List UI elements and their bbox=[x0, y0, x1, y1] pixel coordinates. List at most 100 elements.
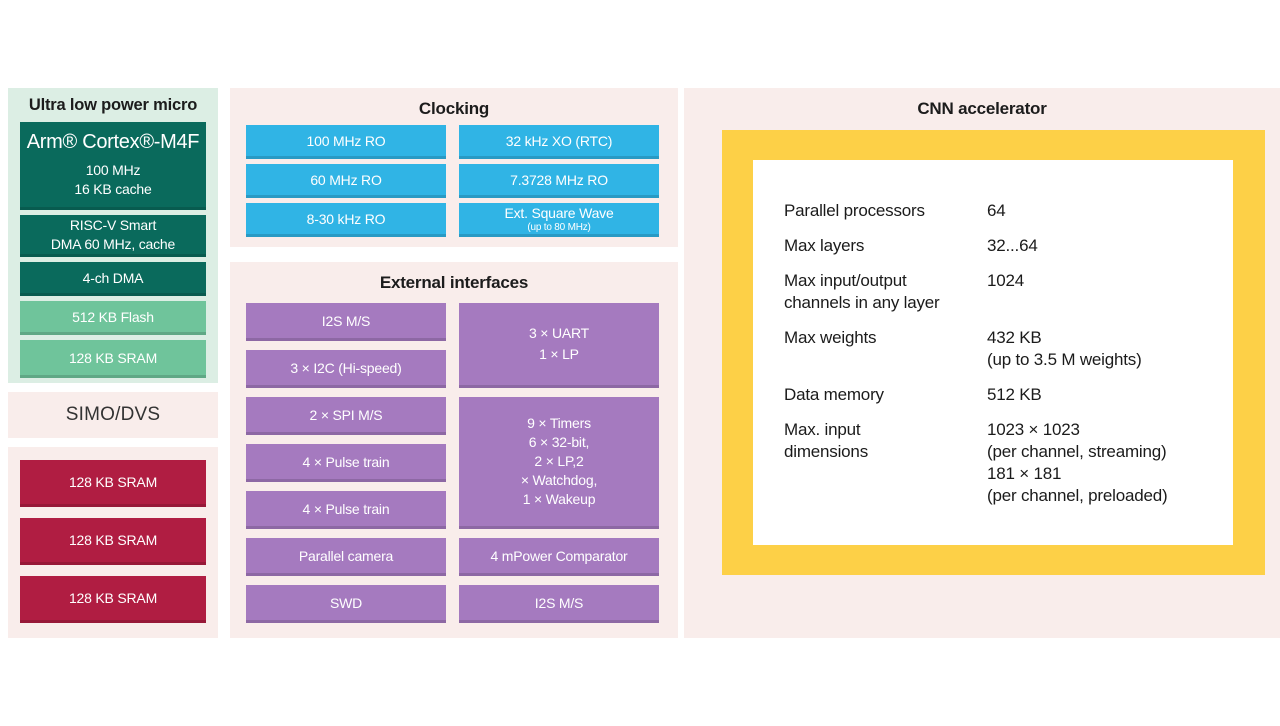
block-subline: (up to 80 MHz) bbox=[527, 221, 591, 233]
spec-value-line: (up to 3.5 M weights) bbox=[987, 350, 1142, 369]
spec-label-line: Data memory bbox=[784, 385, 884, 404]
block-line: 4 × Pulse train bbox=[302, 453, 390, 470]
spec-label-line: dimensions bbox=[784, 442, 868, 461]
spec-value-line: 32...64 bbox=[987, 236, 1038, 255]
spec-value-line: 1023 × 1023 bbox=[987, 420, 1080, 439]
block-i2c-hispeed: 3 × I2C (Hi-speed) bbox=[246, 350, 446, 388]
block-7_3728mhz-ro: 7.3728 MHz RO bbox=[459, 164, 659, 198]
panel-title-cnn-accelerator: CNN accelerator bbox=[917, 99, 1047, 118]
block-line: 6 × 32-bit, bbox=[528, 434, 590, 450]
block-line: 8-30 kHz RO bbox=[306, 210, 386, 227]
block-128kb-sram: 128 KB SRAM bbox=[20, 576, 206, 623]
spec-value: 1024 bbox=[987, 270, 1233, 314]
simo-dvs-label: SIMO/DVS bbox=[65, 404, 161, 425]
block-title: Arm® Cortex®-M4F bbox=[26, 130, 200, 153]
block-line: 128 KB SRAM bbox=[68, 349, 158, 366]
block-line: 100 MHz bbox=[85, 161, 141, 178]
block-line: SWD bbox=[329, 594, 363, 611]
spec-row-max-weights: Max weights 432 KB (up to 3.5 M weights) bbox=[784, 327, 1233, 371]
block-line: 7.3728 MHz RO bbox=[510, 171, 608, 188]
block-32khz-xo-rtc: 32 kHz XO (RTC) bbox=[459, 125, 659, 159]
block-pulse-train-2: 4 × Pulse train bbox=[246, 491, 446, 529]
block-line: DMA 60 MHz, cache bbox=[50, 235, 176, 252]
block-128kb-sram: 128 KB SRAM bbox=[20, 518, 206, 565]
spec-row-parallel-processors: Parallel processors 64 bbox=[784, 200, 1233, 222]
block-line: 9 × Timers bbox=[527, 415, 591, 431]
block-riscv-smart-dma: RISC-V Smart DMA 60 MHz, cache bbox=[20, 215, 206, 257]
spec-row-max-io-channels: Max input/output channels in any layer 1… bbox=[784, 270, 1233, 314]
spec-row-data-memory: Data memory 512 KB bbox=[784, 384, 1233, 406]
block-i2s-ms: I2S M/S bbox=[246, 303, 446, 341]
block-60mhz-ro: 60 MHz RO bbox=[246, 164, 446, 198]
block-line: 4 mPower Comparator bbox=[490, 547, 628, 564]
block-line: × Watchdog, bbox=[520, 472, 598, 488]
spec-value-line: 512 KB bbox=[987, 385, 1042, 404]
spec-label: Max input/output channels in any layer bbox=[784, 270, 987, 314]
spec-value-line: 181 × 181 bbox=[987, 464, 1062, 483]
block-line: 128 KB SRAM bbox=[68, 474, 158, 490]
block-parallel-camera: Parallel camera bbox=[246, 538, 446, 576]
spec-label-line: Max layers bbox=[784, 236, 865, 255]
block-line: 4-ch DMA bbox=[82, 269, 144, 286]
block-128kb-sram-cache: 128 KB SRAM bbox=[20, 340, 206, 378]
block-ext-square-wave: Ext. Square Wave (up to 80 MHz) bbox=[459, 203, 659, 237]
spec-label: Max. input dimensions bbox=[784, 419, 987, 507]
panel-title-external-interfaces: External interfaces bbox=[379, 273, 529, 292]
block-spi-ms: 2 × SPI M/S bbox=[246, 397, 446, 435]
block-line: Ext. Square Wave bbox=[504, 204, 614, 221]
spec-label-line: Max input/output bbox=[784, 271, 907, 290]
block-8-30khz-ro: 8-30 kHz RO bbox=[246, 203, 446, 237]
block-512kb-flash: 512 KB Flash bbox=[20, 301, 206, 335]
spec-value: 432 KB (up to 3.5 M weights) bbox=[987, 327, 1233, 371]
cnn-spec-card: Parallel processors 64 Max layers 32...6… bbox=[753, 160, 1233, 545]
block-line: Parallel camera bbox=[298, 547, 394, 564]
spec-value-line: 432 KB bbox=[987, 328, 1042, 347]
panel-cnn-accelerator: CNN accelerator Parallel processors 64 M… bbox=[684, 88, 1280, 638]
block-line: 1 × LP bbox=[539, 346, 579, 362]
spec-value: 512 KB bbox=[987, 384, 1233, 406]
block-i2s-ms-2: I2S M/S bbox=[459, 585, 659, 623]
block-line: 4 × Pulse train bbox=[302, 500, 390, 517]
block-line: 60 MHz RO bbox=[310, 171, 382, 188]
panel-title-micro: Ultra low power micro bbox=[28, 96, 198, 114]
block-128kb-sram: 128 KB SRAM bbox=[20, 460, 206, 507]
spec-label: Data memory bbox=[784, 384, 987, 406]
panel-sram-banks: 128 KB SRAM 128 KB SRAM 128 KB SRAM bbox=[8, 447, 218, 638]
block-timers: 9 × Timers 6 × 32-bit, 2 × LP,2 × Watchd… bbox=[459, 397, 659, 529]
cnn-yellow-frame: Parallel processors 64 Max layers 32...6… bbox=[722, 130, 1265, 575]
panel-title-clocking: Clocking bbox=[418, 99, 490, 118]
panel-ultra-low-power-micro: Ultra low power micro Arm® Cortex®-M4F 1… bbox=[8, 88, 218, 383]
spec-label-line: Parallel processors bbox=[784, 201, 925, 220]
block-line: RISC-V Smart bbox=[69, 216, 157, 233]
micro-block-stack: Arm® Cortex®-M4F 100 MHz 16 KB cache RIS… bbox=[20, 122, 206, 378]
panel-clocking: Clocking 100 MHz RO 32 kHz XO (RTC) 60 M… bbox=[230, 88, 678, 247]
block-line: 2 × SPI M/S bbox=[309, 406, 383, 423]
spec-value: 64 bbox=[987, 200, 1233, 222]
panel-external-interfaces: External interfaces I2S M/S 3 × UART 1 ×… bbox=[230, 262, 678, 638]
spec-value: 32...64 bbox=[987, 235, 1233, 257]
spec-value: 1023 × 1023 (per channel, streaming) 181… bbox=[987, 419, 1233, 507]
block-100mhz-ro: 100 MHz RO bbox=[246, 125, 446, 159]
block-line: 16 KB cache bbox=[74, 180, 152, 197]
clocking-grid: 100 MHz RO 32 kHz XO (RTC) 60 MHz RO 7.3… bbox=[230, 119, 678, 237]
block-uart: 3 × UART 1 × LP bbox=[459, 303, 659, 388]
block-arm-cortex-m4f: Arm® Cortex®-M4F 100 MHz 16 KB cache bbox=[20, 122, 206, 210]
panel-simo-dvs: SIMO/DVS bbox=[8, 392, 218, 438]
spec-row-max-input-dimensions: Max. input dimensions 1023 × 1023 (per c… bbox=[784, 419, 1233, 507]
block-line: 128 KB SRAM bbox=[68, 590, 158, 606]
block-mpower-comparator: 4 mPower Comparator bbox=[459, 538, 659, 576]
block-line: I2S M/S bbox=[321, 312, 371, 329]
block-line: 100 MHz RO bbox=[306, 132, 386, 149]
spec-value-line: 64 bbox=[987, 201, 1006, 220]
spec-label: Max layers bbox=[784, 235, 987, 257]
spec-value-line: 1024 bbox=[987, 271, 1025, 290]
spec-label: Max weights bbox=[784, 327, 987, 371]
block-4ch-dma: 4-ch DMA bbox=[20, 262, 206, 296]
spec-row-max-layers: Max layers 32...64 bbox=[784, 235, 1233, 257]
block-line: 512 KB Flash bbox=[72, 308, 154, 325]
block-line: 3 × UART bbox=[529, 325, 589, 341]
spec-label-line: channels in any layer bbox=[784, 293, 940, 312]
spec-label: Parallel processors bbox=[784, 200, 987, 222]
spec-label-line: Max. input bbox=[784, 420, 861, 439]
